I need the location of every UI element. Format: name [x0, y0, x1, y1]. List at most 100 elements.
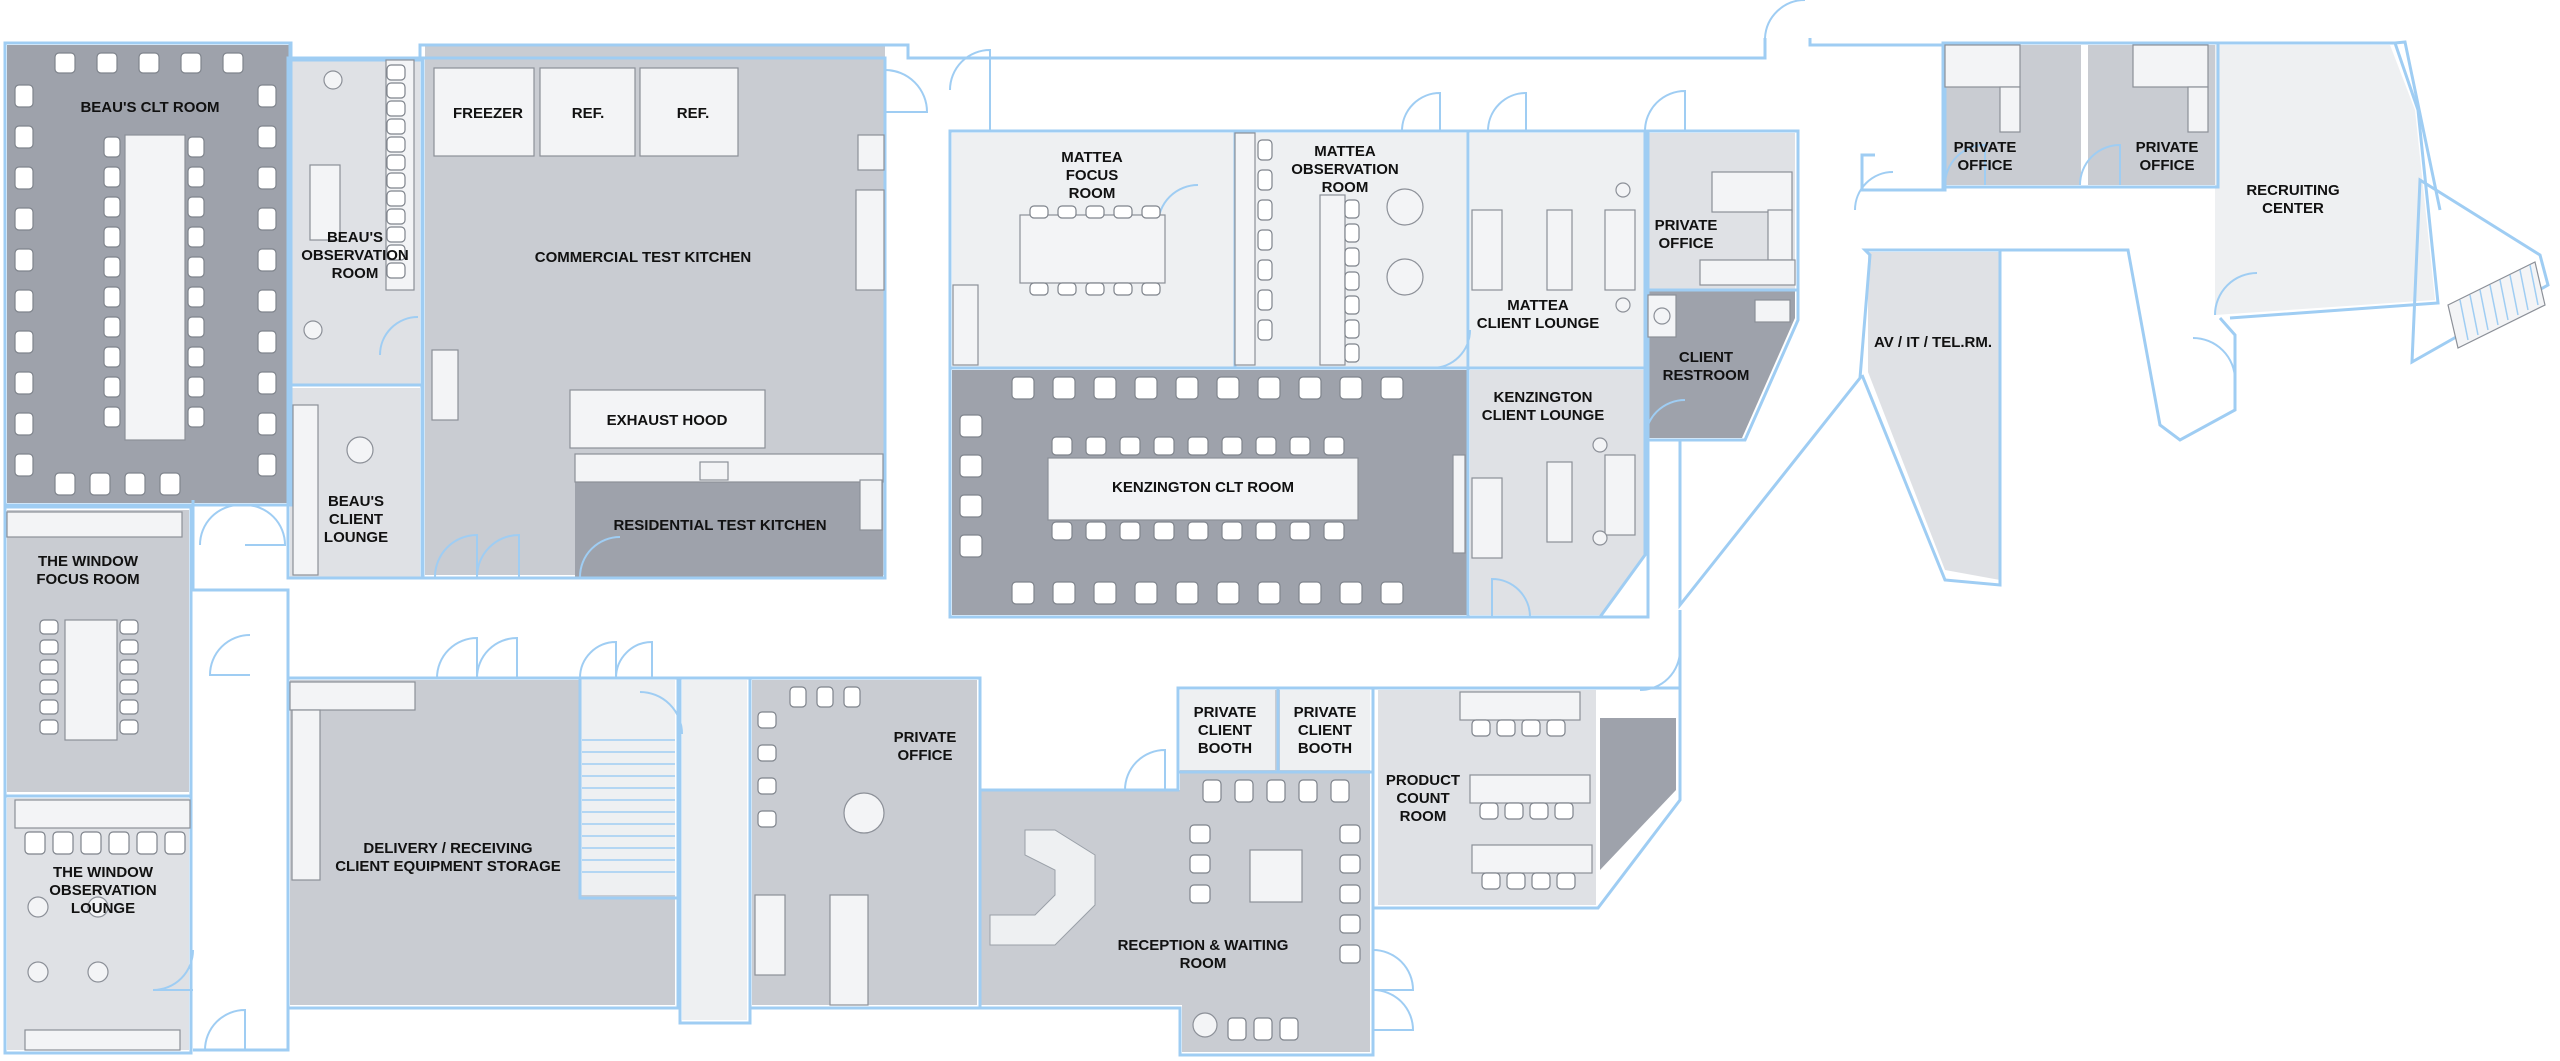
top-office-furniture — [1944, 44, 2546, 349]
chair-icon — [386, 244, 406, 261]
chair-icon — [1057, 282, 1077, 296]
chair-icon — [24, 831, 46, 855]
label-product-count-3: ROOM — [1400, 808, 1447, 825]
label-exhaust-hood: EXHAUST HOOD — [607, 412, 728, 429]
mattea-furniture — [952, 132, 1636, 366]
label-reception-1: RECEPTION & WAITING — [1118, 937, 1289, 954]
chair-icon — [187, 316, 205, 338]
chair-icon — [257, 207, 277, 231]
chair-icon — [1141, 282, 1161, 296]
booth1-floor — [1180, 690, 1275, 770]
label-private-office-top1-2: OFFICE — [1958, 157, 2013, 174]
chair-icon — [1531, 872, 1551, 890]
chair-icon — [1266, 779, 1286, 803]
av-it-floor — [1868, 252, 2000, 580]
chair-icon — [1257, 199, 1273, 221]
chair-icon — [1504, 802, 1524, 820]
chair-icon — [757, 777, 777, 795]
label-recruiting-center-1: RECRUITING — [2246, 182, 2339, 199]
chair-icon — [257, 412, 277, 436]
chair-icon — [1339, 824, 1361, 844]
chair-icon — [39, 639, 59, 655]
chair-icon — [14, 412, 34, 436]
label-mattea-focus-2: FOCUS — [1066, 167, 1119, 184]
chair-icon — [1029, 282, 1049, 296]
chair-icon — [1141, 205, 1161, 219]
chair-icon — [1175, 376, 1199, 400]
label-window-focus-1: THE WINDOW — [38, 553, 139, 570]
chair-icon — [1479, 802, 1499, 820]
label-window-lounge-2: OBSERVATION — [49, 882, 157, 899]
chair-icon — [39, 679, 59, 695]
chair-icon — [257, 330, 277, 354]
chair-icon — [1257, 229, 1273, 251]
chair-icon — [1221, 521, 1243, 541]
chair-icon — [103, 286, 121, 308]
label-product-count-2: COUNT — [1396, 790, 1449, 807]
recruiting-center-floor — [2215, 45, 2435, 315]
reception-furniture — [989, 829, 1303, 1038]
chair-icon — [1257, 581, 1281, 605]
label-private-office-top2-2: OFFICE — [2140, 157, 2195, 174]
label-ref-1: REF. — [572, 105, 605, 122]
dark-corner-floor — [1600, 718, 1676, 870]
chair-icon — [1085, 282, 1105, 296]
label-mattea-focus-3: ROOM — [1069, 185, 1116, 202]
stair-step — [2529, 264, 2539, 306]
chair-icon — [257, 166, 277, 190]
chair-icon — [1529, 802, 1549, 820]
chair-icon — [119, 659, 139, 675]
chair-icon — [119, 619, 139, 635]
stair-step — [2489, 284, 2499, 326]
chair-icon — [1556, 872, 1576, 890]
chair-icon — [1298, 581, 1322, 605]
chair-icon — [1255, 521, 1277, 541]
chair-icon — [103, 196, 121, 218]
chair-icon — [1339, 376, 1363, 400]
label-beaus-observation-2: OBSERVATION — [301, 247, 409, 264]
chair-icon — [789, 686, 807, 708]
label-private-office-mid-2: OFFICE — [1659, 235, 1714, 252]
label-mattea-focus-1: MATTEA — [1061, 149, 1123, 166]
chair-icon — [159, 472, 181, 496]
chair-icon — [386, 172, 406, 189]
chair-icon — [14, 289, 34, 313]
label-ref-2: REF. — [677, 105, 710, 122]
chair-icon — [39, 719, 59, 735]
chair-icon — [14, 371, 34, 395]
chair-icon — [1521, 719, 1541, 737]
chair-icon — [39, 699, 59, 715]
label-mattea-observation-2: OBSERVATION — [1291, 161, 1399, 178]
chair-icon — [1057, 205, 1077, 219]
chair-icon — [1330, 779, 1350, 803]
chair-icon — [1546, 719, 1566, 737]
chair-icon — [1471, 719, 1491, 737]
chair-icon — [1029, 205, 1049, 219]
chair-icon — [1257, 289, 1273, 311]
chair-icon — [1175, 581, 1199, 605]
chair-icon — [1344, 199, 1360, 219]
chair-icon — [1134, 581, 1158, 605]
chair-icon — [1344, 295, 1360, 315]
product-count-furniture — [1459, 691, 1593, 874]
window-room-furniture — [6, 511, 191, 1051]
label-client-restroom-2: RESTROOM — [1663, 367, 1750, 384]
chair-icon — [80, 831, 102, 855]
label-private-office-top2-1: PRIVATE — [2136, 139, 2199, 156]
label-mattea-lounge-1: MATTEA — [1507, 297, 1569, 314]
chair-icon — [103, 316, 121, 338]
chair-icon — [108, 831, 130, 855]
chair-icon — [138, 52, 160, 74]
chair-icon — [103, 406, 121, 428]
label-private-office-top1-1: PRIVATE — [1954, 139, 2017, 156]
chair-icon — [1339, 914, 1361, 934]
chair-icon — [1085, 436, 1107, 456]
chair-icon — [96, 52, 118, 74]
chair-icon — [14, 84, 34, 108]
chair-icon — [54, 52, 76, 74]
label-beaus-clt-room: BEAU'S CLT ROOM — [80, 99, 219, 116]
chair-icon — [1253, 1017, 1273, 1041]
label-beaus-observation-1: BEAU'S — [327, 229, 383, 246]
chair-icon — [1051, 436, 1073, 456]
booth2-floor — [1280, 690, 1370, 770]
